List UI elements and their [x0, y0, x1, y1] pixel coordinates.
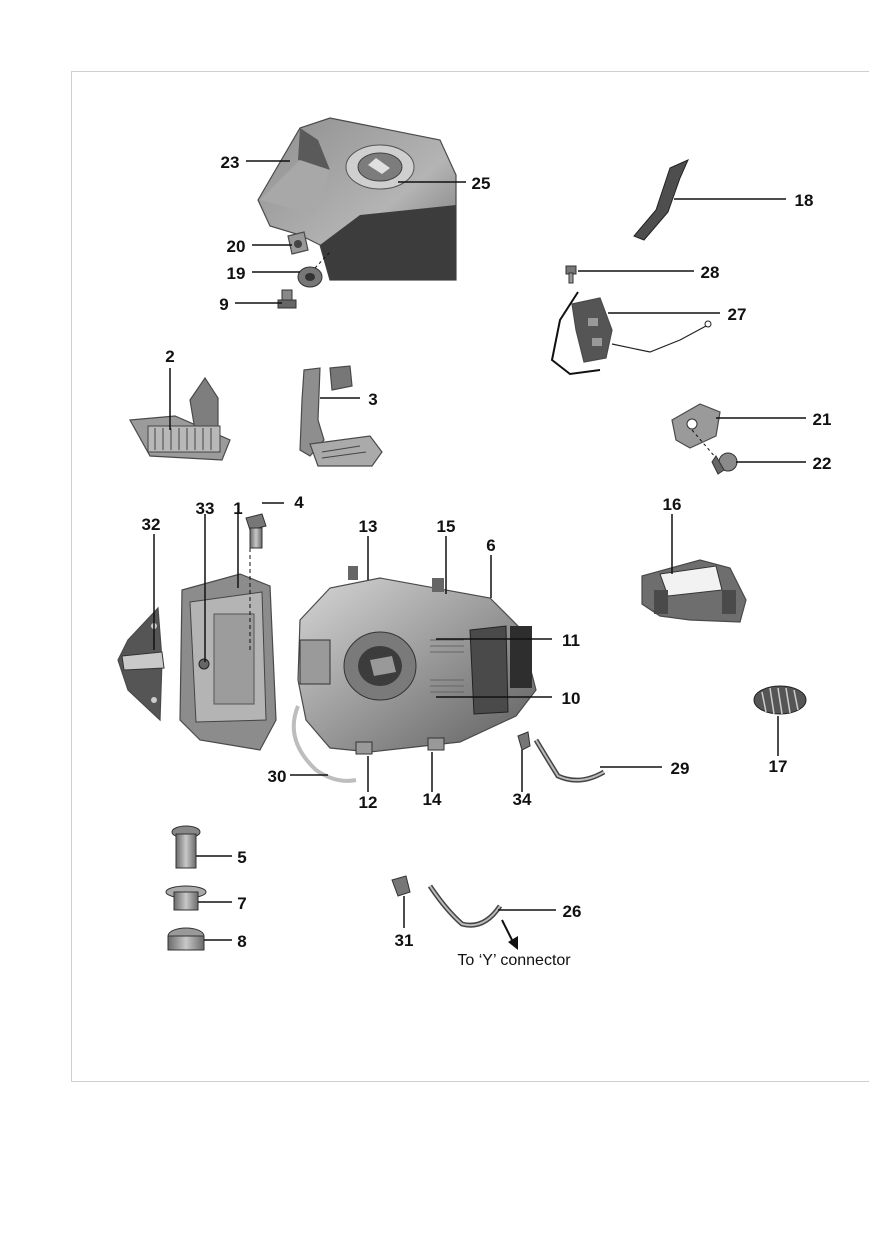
clip-31-graphic: [391, 875, 411, 897]
callout-22: 22: [813, 454, 832, 473]
callout-16: 16: [663, 495, 682, 514]
callout-4: 4: [294, 493, 304, 512]
bolt-9-graphic: [277, 289, 297, 309]
clip-34-graphic: [517, 731, 531, 751]
callout-25: 25: [472, 174, 491, 193]
y-connector-note: To ‘Y’ connector: [457, 952, 571, 969]
callout-23: 23: [221, 153, 240, 172]
bracket-32-graphic: [117, 606, 165, 722]
callout-21: 21: [813, 410, 832, 429]
bracket-16-graphic: [641, 559, 747, 623]
callout-33: 33: [196, 499, 215, 518]
tank-frame-1-graphic: [179, 548, 277, 751]
callout-11: 11: [562, 631, 580, 650]
nut-8-graphic: [167, 927, 205, 951]
bracket-2-graphic: [129, 376, 231, 461]
callout-28: 28: [701, 263, 720, 282]
callout-5: 5: [237, 848, 246, 867]
bolt-4-graphic: [245, 513, 267, 549]
bolt-5-graphic: [171, 825, 201, 869]
callout-17: 17: [769, 757, 788, 776]
hose-26-graphic: [427, 884, 518, 950]
fuel-sender-wiring-graphic: [550, 291, 712, 376]
callout-14: 14: [423, 790, 442, 809]
bolt-28-graphic: [565, 265, 577, 284]
fuel-tank-graphic: [297, 566, 537, 755]
collar-7-graphic: [165, 885, 207, 911]
callout-6: 6: [486, 536, 495, 555]
callout-26: 26: [563, 902, 582, 921]
bracket-21-graphic: [671, 403, 721, 459]
callout-8: 8: [237, 932, 246, 951]
callout-2: 2: [165, 347, 174, 366]
callout-27: 27: [728, 305, 747, 324]
callout-1: 1: [233, 499, 242, 518]
callout-30: 30: [268, 767, 287, 786]
callout-10: 10: [562, 689, 581, 708]
callout-labels: 23 25 18 20 19 9 28 27 2 3 21 22 16 32 3…: [142, 153, 832, 969]
callout-3: 3: [368, 390, 377, 409]
bracket-nut-graphic: [287, 231, 309, 255]
callout-15: 15: [437, 517, 456, 536]
diagram-frame: [71, 71, 869, 1082]
frame-3-graphic: [299, 365, 383, 467]
tank-cover-graphic: [257, 117, 457, 281]
callout-12: 12: [359, 793, 378, 812]
callout-19: 19: [227, 264, 246, 283]
callout-7: 7: [237, 894, 246, 913]
callout-34: 34: [513, 790, 532, 809]
rubber-mount-17-graphic: [753, 685, 807, 715]
trim-strip-graphic: [633, 159, 689, 241]
callout-18: 18: [795, 191, 814, 210]
callout-29: 29: [671, 759, 690, 778]
rubber-grommet-graphic: [297, 251, 331, 288]
callout-13: 13: [359, 517, 378, 536]
hose-29-graphic: [533, 738, 606, 783]
callout-9: 9: [219, 295, 228, 314]
callout-32: 32: [142, 515, 161, 534]
callout-31: 31: [395, 931, 414, 950]
drain-hose-30-graphic: [291, 705, 357, 783]
callout-20: 20: [227, 237, 246, 256]
leader-lines: [153, 160, 806, 941]
screw-22-graphic: [711, 452, 738, 475]
